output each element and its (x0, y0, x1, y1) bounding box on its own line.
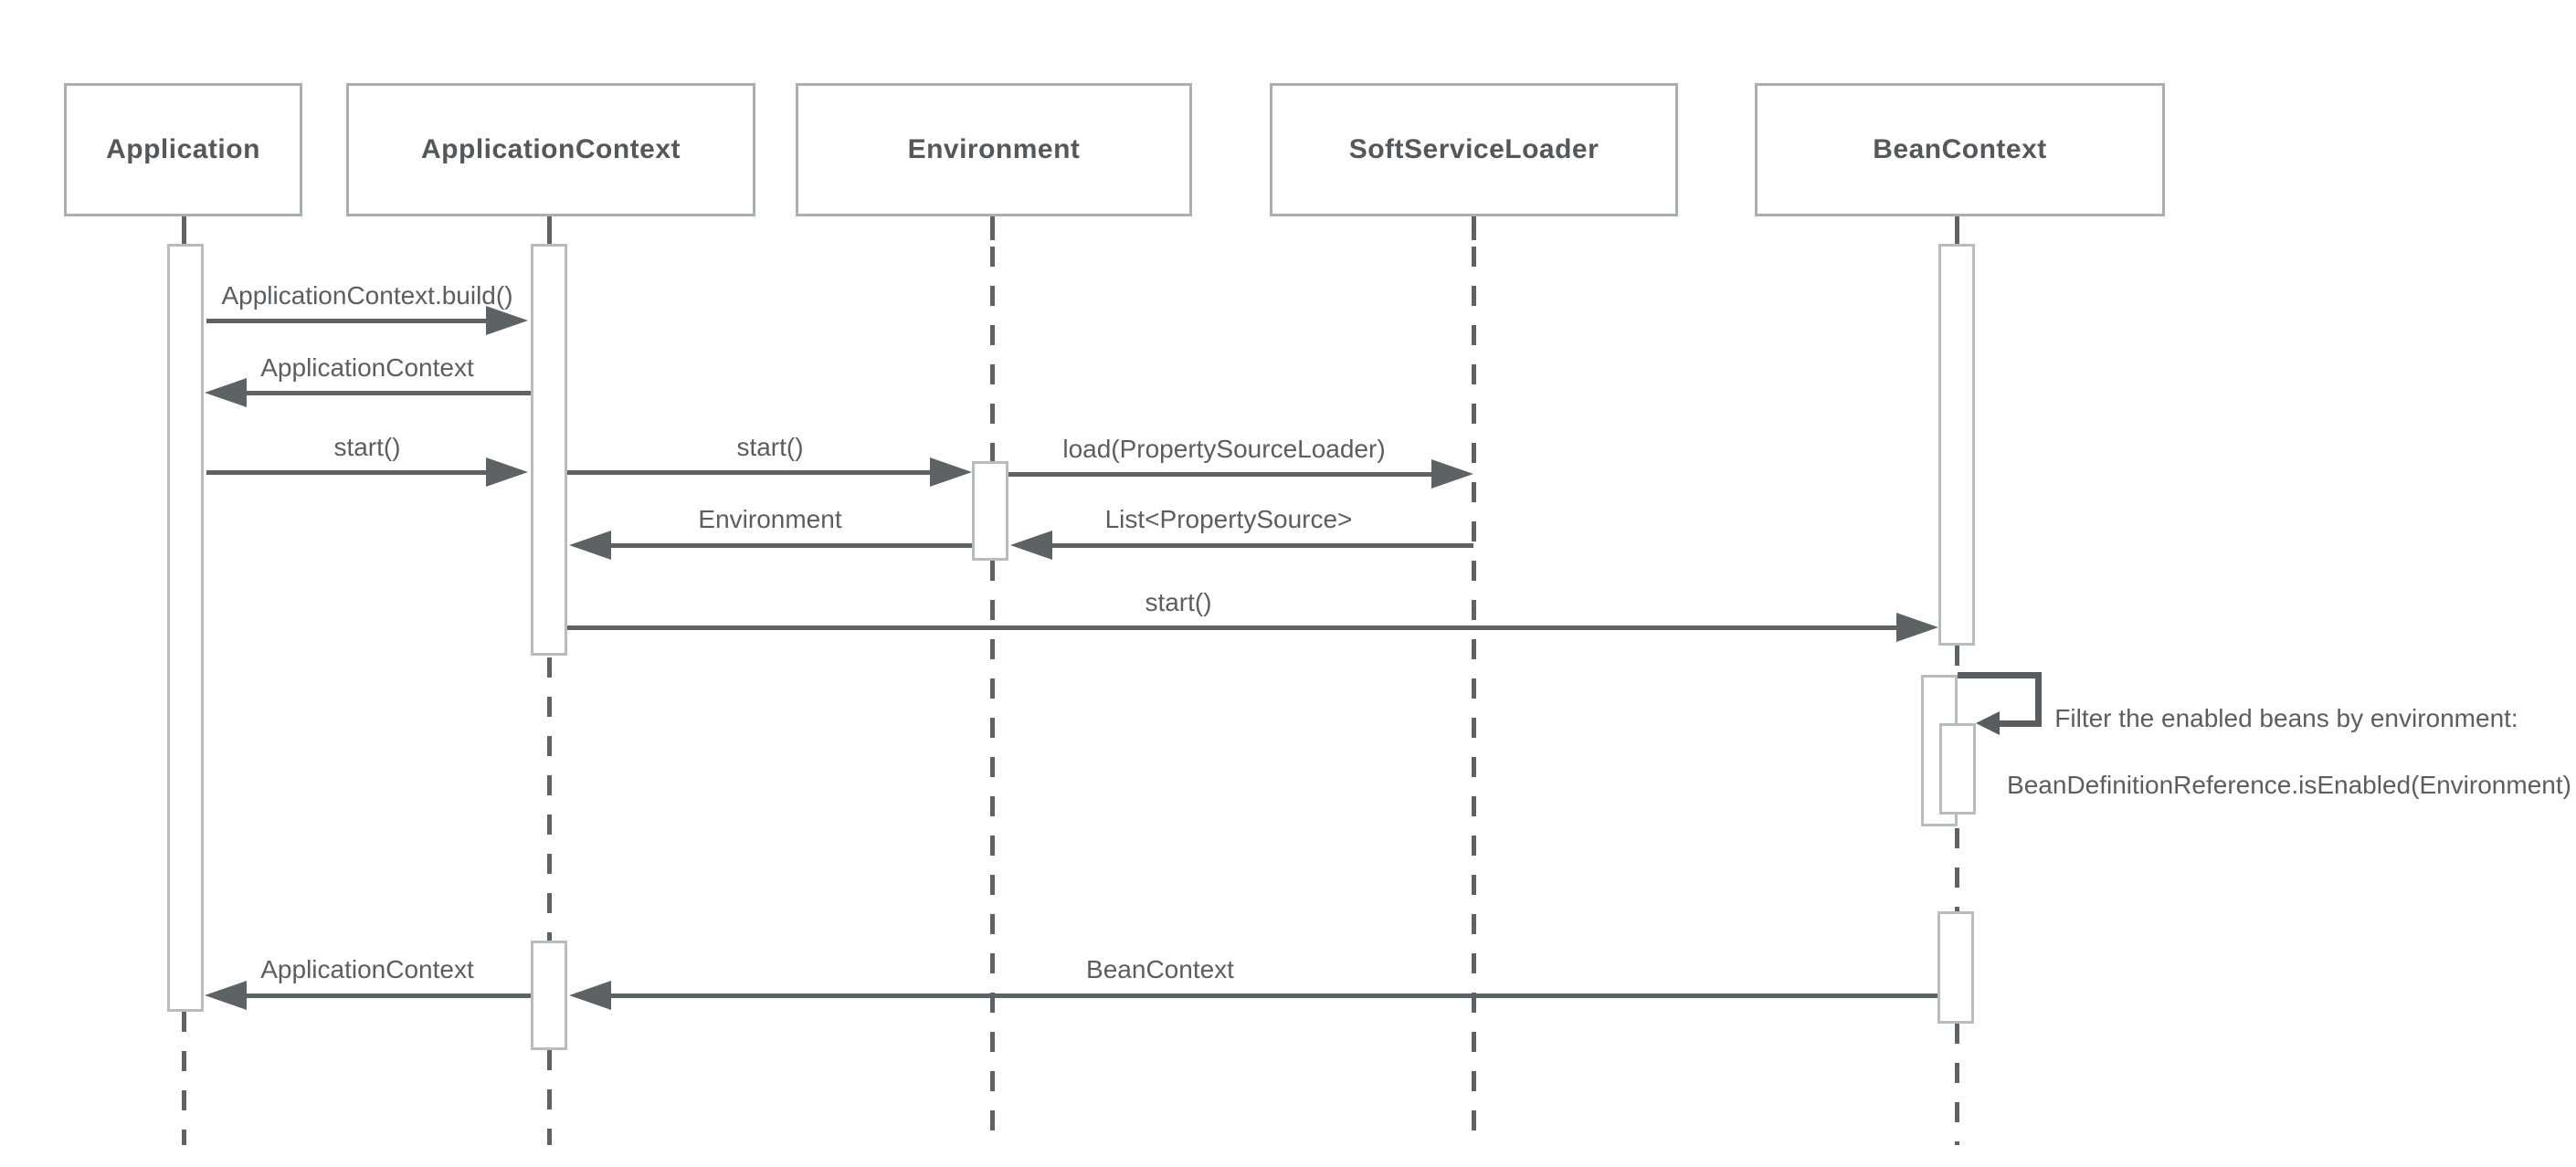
lifeline-soft-service-loader (1472, 247, 1476, 1145)
participant-box-environment: Environment (796, 83, 1192, 216)
lifeline-stub-application (182, 216, 186, 244)
participant-box-soft-service-loader: SoftServiceLoader (1270, 83, 1678, 216)
message-label-return-bean-context: BeanContext (1086, 955, 1234, 983)
message-label-start-3: start() (1145, 588, 1212, 616)
message-label-start-1: start() (333, 433, 401, 461)
participant-label-application: Application (106, 134, 260, 164)
lifeline-bean-context-mid (1955, 828, 1959, 911)
message-label-start-2: start() (736, 433, 804, 461)
message-arrow-return-bean-context (609, 994, 1937, 998)
lifeline-application (182, 1012, 186, 1145)
message-label-return-application-context-2: ApplicationContext (260, 955, 474, 983)
participant-label-bean-context: BeanContext (1873, 134, 2047, 164)
lifeline-environment (990, 247, 995, 461)
participant-label-environment: Environment (907, 134, 1081, 164)
message-label-return-application-context: ApplicationContext (260, 353, 474, 382)
activation-bar-bean-context-1 (1938, 244, 1975, 646)
self-call-loop-right (2035, 672, 2042, 727)
lifeline-application-context (547, 657, 552, 941)
arrowhead-left-icon (205, 378, 247, 407)
message-label-return-environment: Environment (698, 505, 842, 533)
message-arrow-start-1 (206, 470, 488, 475)
arrowhead-right-icon (486, 306, 528, 335)
arrowhead-left-icon (569, 531, 611, 560)
message-label-return-list: List<PropertySource> (1104, 505, 1353, 533)
message-arrow-load (1008, 472, 1433, 477)
activation-bar-application (167, 244, 204, 1012)
arrowhead-left-icon (569, 981, 611, 1010)
message-arrow-return-application-context (245, 391, 531, 395)
activation-bar-environment (972, 461, 1008, 561)
arrowhead-right-icon (930, 457, 972, 487)
arrowhead-right-icon (1431, 459, 1473, 489)
message-arrow-start-3 (567, 626, 1898, 630)
message-label-build: ApplicationContext.build() (221, 281, 513, 310)
lifeline-stub-bean-context (1955, 216, 1959, 244)
lifeline-bean-context-lower (1955, 1024, 1959, 1145)
message-label-load: load(PropertySourceLoader) (1062, 435, 1386, 463)
activation-bar-application-context-2 (531, 941, 567, 1050)
participant-label-soft-service-loader: SoftServiceLoader (1348, 134, 1599, 164)
lifeline-stub-soft-service-loader (1472, 216, 1476, 240)
arrowhead-right-icon (486, 457, 528, 487)
participant-box-application: Application (64, 83, 302, 216)
self-call-loop-top (1958, 672, 2042, 678)
lifeline-stub-environment (990, 216, 995, 240)
lifeline-stub-application-context (547, 216, 552, 244)
self-call-note-line1: Filter the enabled beans by environment: (2054, 704, 2518, 732)
message-arrow-build (206, 319, 488, 323)
activation-bar-application-context-1 (531, 244, 567, 656)
lifeline-environment-lower (990, 561, 995, 1145)
lifeline-application-context-lower (547, 1050, 552, 1145)
arrowhead-left-icon (205, 981, 247, 1010)
participant-label-application-context: ApplicationContext (421, 134, 681, 164)
activation-bar-bean-context-nested (1939, 723, 1976, 815)
message-arrow-start-2 (567, 470, 932, 475)
message-arrow-return-environment (609, 543, 972, 548)
message-arrow-return-list (1050, 543, 1473, 548)
self-call-loop-bottom (1996, 720, 2042, 727)
arrowhead-right-icon (1896, 613, 1938, 642)
self-call-note-line2: BeanDefinitionReference.isEnabled(Enviro… (2007, 771, 2571, 799)
activation-bar-bean-context-2 (1937, 911, 1974, 1024)
participant-box-application-context: ApplicationContext (346, 83, 755, 216)
self-call-arrowhead-icon (1976, 711, 2000, 735)
message-arrow-return-application-context-2 (245, 994, 531, 998)
lifeline-bean-context (1955, 646, 1959, 675)
arrowhead-left-icon (1010, 531, 1052, 560)
participant-box-bean-context: BeanContext (1755, 83, 2165, 216)
